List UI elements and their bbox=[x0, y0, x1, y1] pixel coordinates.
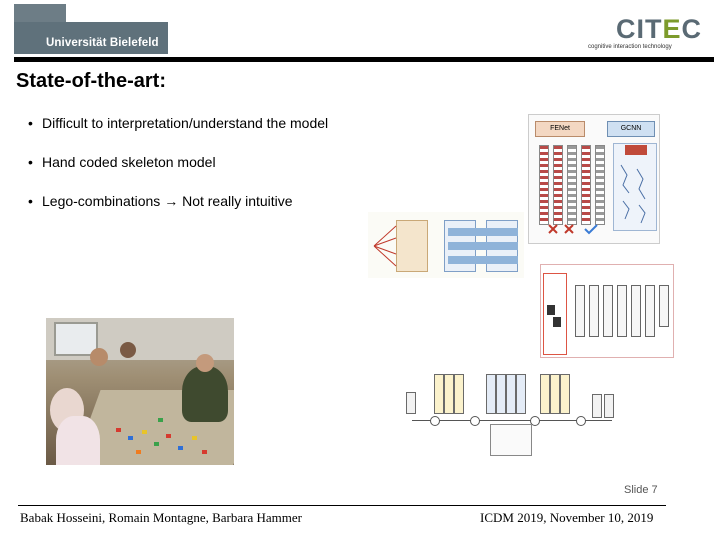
arch-connector bbox=[412, 420, 612, 421]
arch-node bbox=[430, 416, 440, 426]
lego-brick bbox=[192, 436, 197, 440]
arch-block bbox=[560, 374, 570, 414]
university-logo: Universität Bielefeld bbox=[14, 4, 168, 54]
layer-block bbox=[589, 285, 599, 337]
lego-workshop-photo bbox=[46, 318, 234, 465]
lego-brick bbox=[128, 436, 133, 440]
arch-block bbox=[444, 374, 454, 414]
highlight-box bbox=[625, 145, 647, 155]
layer-block bbox=[659, 285, 669, 327]
skeleton-graph-icon bbox=[620, 164, 646, 224]
layer-block bbox=[603, 285, 613, 337]
arch-block bbox=[506, 374, 516, 414]
arch-block bbox=[550, 374, 560, 414]
layer-block bbox=[645, 285, 655, 337]
footer-conference: ICDM 2019, November 10, 2019 bbox=[480, 510, 654, 525]
slide-number: Slide 7 bbox=[624, 484, 658, 496]
lego-brick bbox=[136, 450, 141, 454]
lego-brick bbox=[158, 418, 163, 422]
arch-node bbox=[530, 416, 540, 426]
bullet-item: • Hand coded skeleton model bbox=[28, 154, 216, 170]
pipeline-figure bbox=[368, 212, 524, 278]
photo-person bbox=[120, 342, 136, 358]
input-panel bbox=[543, 273, 567, 355]
bullet-text: Hand coded skeleton model bbox=[42, 154, 216, 170]
bullet-marker: • bbox=[28, 193, 33, 209]
arch-block bbox=[434, 374, 444, 414]
lego-brick bbox=[202, 450, 207, 454]
architecture-figure bbox=[400, 362, 620, 458]
bullet-item: • Difficult to interpretation/understand… bbox=[28, 115, 328, 131]
arch-block bbox=[406, 392, 416, 414]
citec-wordmark: CITEC bbox=[616, 14, 703, 44]
feature-column bbox=[553, 145, 563, 225]
citec-subtitle: cognitive interaction technology bbox=[588, 44, 672, 50]
lego-brick bbox=[116, 428, 121, 432]
layer-block bbox=[631, 285, 641, 337]
bullet-text-group: Lego-combinations → Not really intuitive bbox=[42, 193, 293, 209]
lego-brick bbox=[178, 446, 183, 450]
logo-band bbox=[14, 22, 168, 54]
arch-node bbox=[470, 416, 480, 426]
bullet-marker: • bbox=[28, 115, 33, 131]
feature-column bbox=[539, 145, 549, 225]
pipeline-band bbox=[448, 256, 518, 264]
bullet-marker: • bbox=[28, 154, 33, 170]
arch-block bbox=[604, 394, 614, 418]
university-name: Universität Bielefeld bbox=[46, 37, 159, 49]
arch-block bbox=[496, 374, 506, 414]
feature-column bbox=[595, 145, 605, 225]
lego-brick bbox=[142, 430, 147, 434]
layer-block bbox=[617, 285, 627, 337]
network-figure bbox=[540, 264, 674, 358]
arrow-right-icon: → bbox=[164, 193, 179, 209]
photo-person bbox=[196, 354, 214, 372]
slide-title: State-of-the-art: bbox=[16, 70, 166, 92]
bullet-item: • Lego-combinations → Not really intuiti… bbox=[28, 193, 293, 209]
feature-column bbox=[567, 145, 577, 225]
skeleton-panel bbox=[613, 143, 657, 231]
header-rule bbox=[14, 57, 714, 62]
arch-legend bbox=[490, 424, 532, 456]
lego-brick bbox=[154, 442, 159, 446]
bullet-text: Difficult to interpretation/understand t… bbox=[42, 115, 329, 131]
result-marks-icon bbox=[548, 224, 598, 235]
photo-person bbox=[182, 366, 228, 422]
arch-block bbox=[592, 394, 602, 418]
photo-person bbox=[56, 416, 100, 465]
gcnn-label: GCNN bbox=[607, 121, 655, 137]
pipeline-band bbox=[448, 228, 518, 236]
pipeline-band bbox=[448, 242, 518, 250]
input-block bbox=[547, 305, 555, 315]
fenet-label: FENet bbox=[535, 121, 585, 137]
arch-block bbox=[516, 374, 526, 414]
fenet-gcnn-figure: FENet GCNN bbox=[528, 114, 660, 244]
citec-logo: CITEC cognitive interaction technology bbox=[588, 14, 716, 54]
footer-rule bbox=[18, 505, 666, 506]
arch-block bbox=[486, 374, 496, 414]
photo-window bbox=[54, 322, 98, 356]
bullet-text: Not really intuitive bbox=[182, 193, 293, 209]
layer-block bbox=[575, 285, 585, 337]
pipeline-stage bbox=[396, 220, 428, 272]
photo-person bbox=[90, 348, 108, 366]
arch-block bbox=[540, 374, 550, 414]
arch-node bbox=[576, 416, 586, 426]
footer-authors: Babak Hosseini, Romain Montagne, Barbara… bbox=[20, 510, 302, 525]
input-fan-icon bbox=[373, 225, 397, 267]
arch-block bbox=[454, 374, 464, 414]
input-block bbox=[553, 317, 561, 327]
lego-brick bbox=[166, 434, 171, 438]
feature-column bbox=[581, 145, 591, 225]
bullet-text: Lego-combinations bbox=[42, 193, 161, 209]
